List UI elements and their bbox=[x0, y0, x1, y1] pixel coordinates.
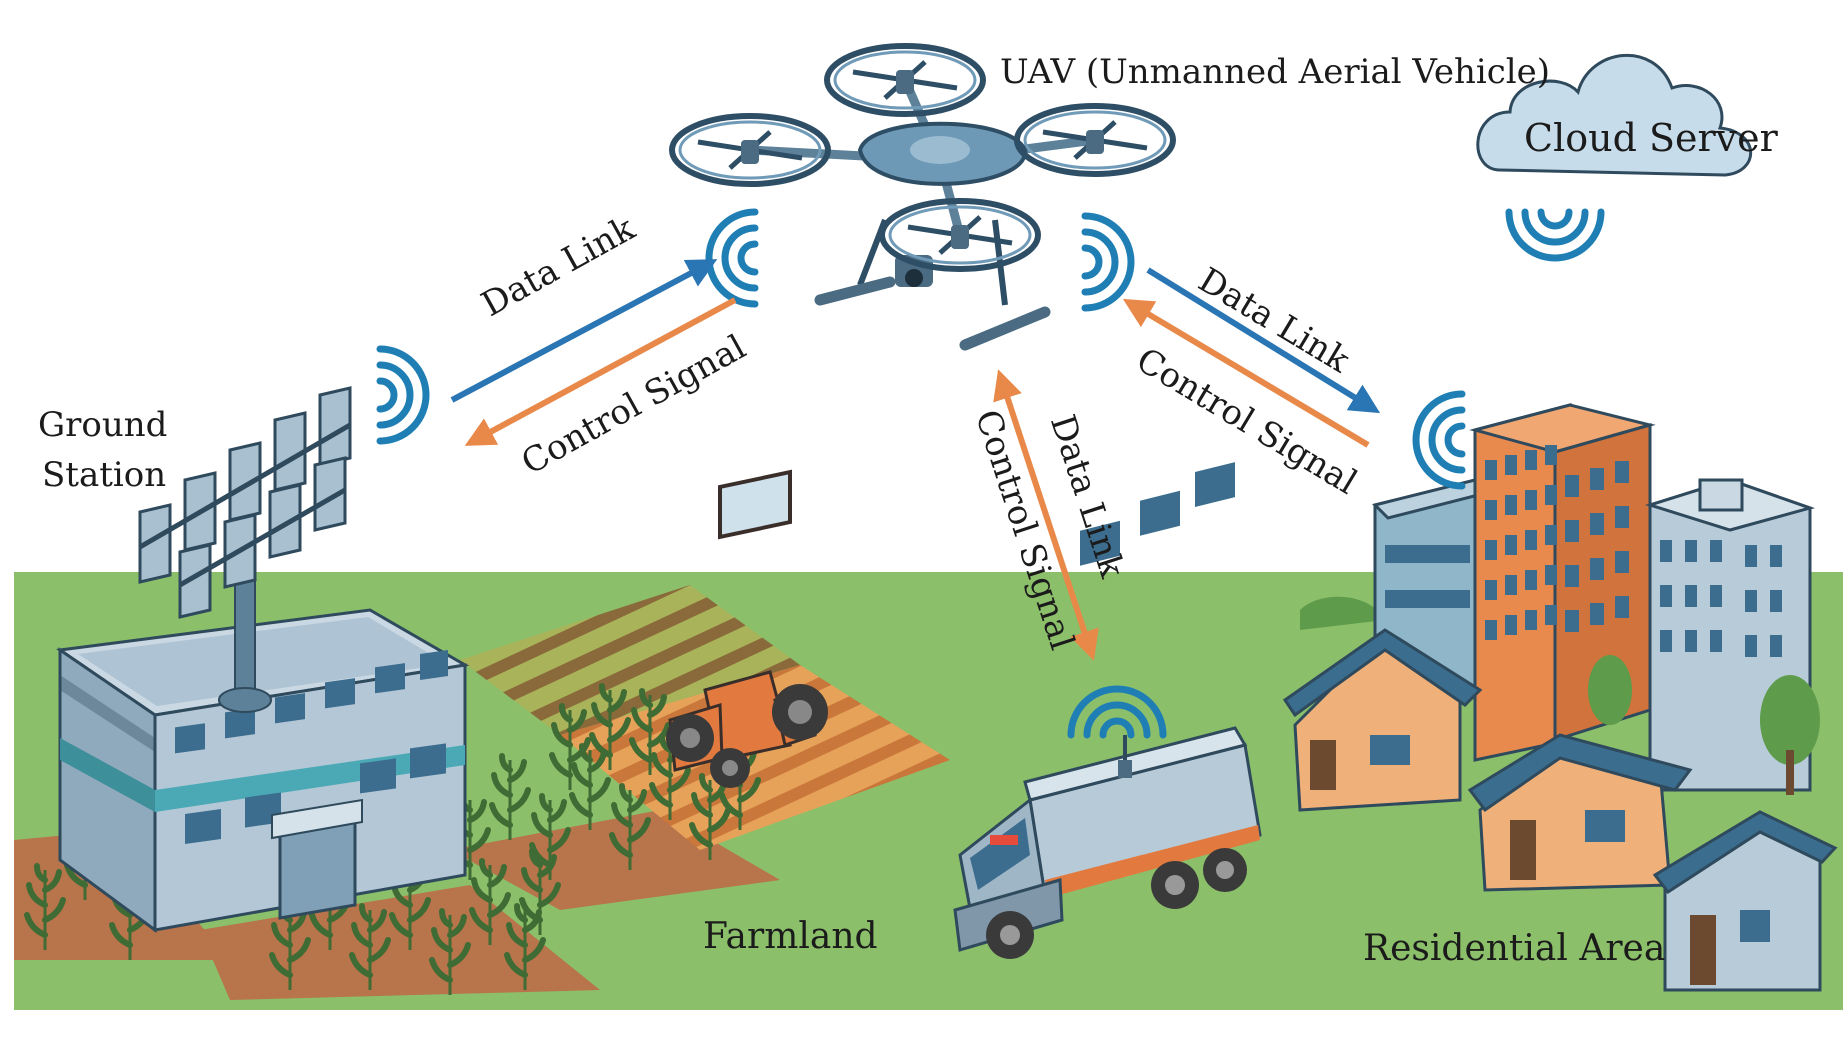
cloud-server-label: Cloud Server bbox=[1524, 116, 1778, 160]
residential-area-label: Residential Area bbox=[1363, 928, 1666, 969]
uav-drone bbox=[672, 46, 1173, 351]
ground-control-signal-arrow bbox=[464, 297, 737, 446]
uav-label: UAV (Unmanned Aerial Vehicle) bbox=[1000, 52, 1551, 92]
field-rows-green bbox=[460, 585, 800, 735]
vehicle-link-arrow bbox=[993, 369, 1099, 661]
cloud-shape bbox=[1476, 53, 1753, 177]
antenna-tower bbox=[138, 386, 352, 713]
tractor bbox=[666, 469, 828, 788]
residential-buildings bbox=[1282, 403, 1838, 992]
ground-station-label-line2: Station bbox=[42, 455, 167, 495]
ground-station-label-line1: Ground bbox=[38, 405, 168, 445]
ground-station-building bbox=[55, 608, 470, 933]
residential-data-link-arrow bbox=[1146, 267, 1381, 414]
farmland-label: Farmland bbox=[703, 916, 878, 957]
mobile-vehicle bbox=[953, 462, 1262, 959]
ground-data-link-arrow bbox=[450, 259, 718, 403]
residential-control-signal-arrow bbox=[1122, 298, 1370, 448]
